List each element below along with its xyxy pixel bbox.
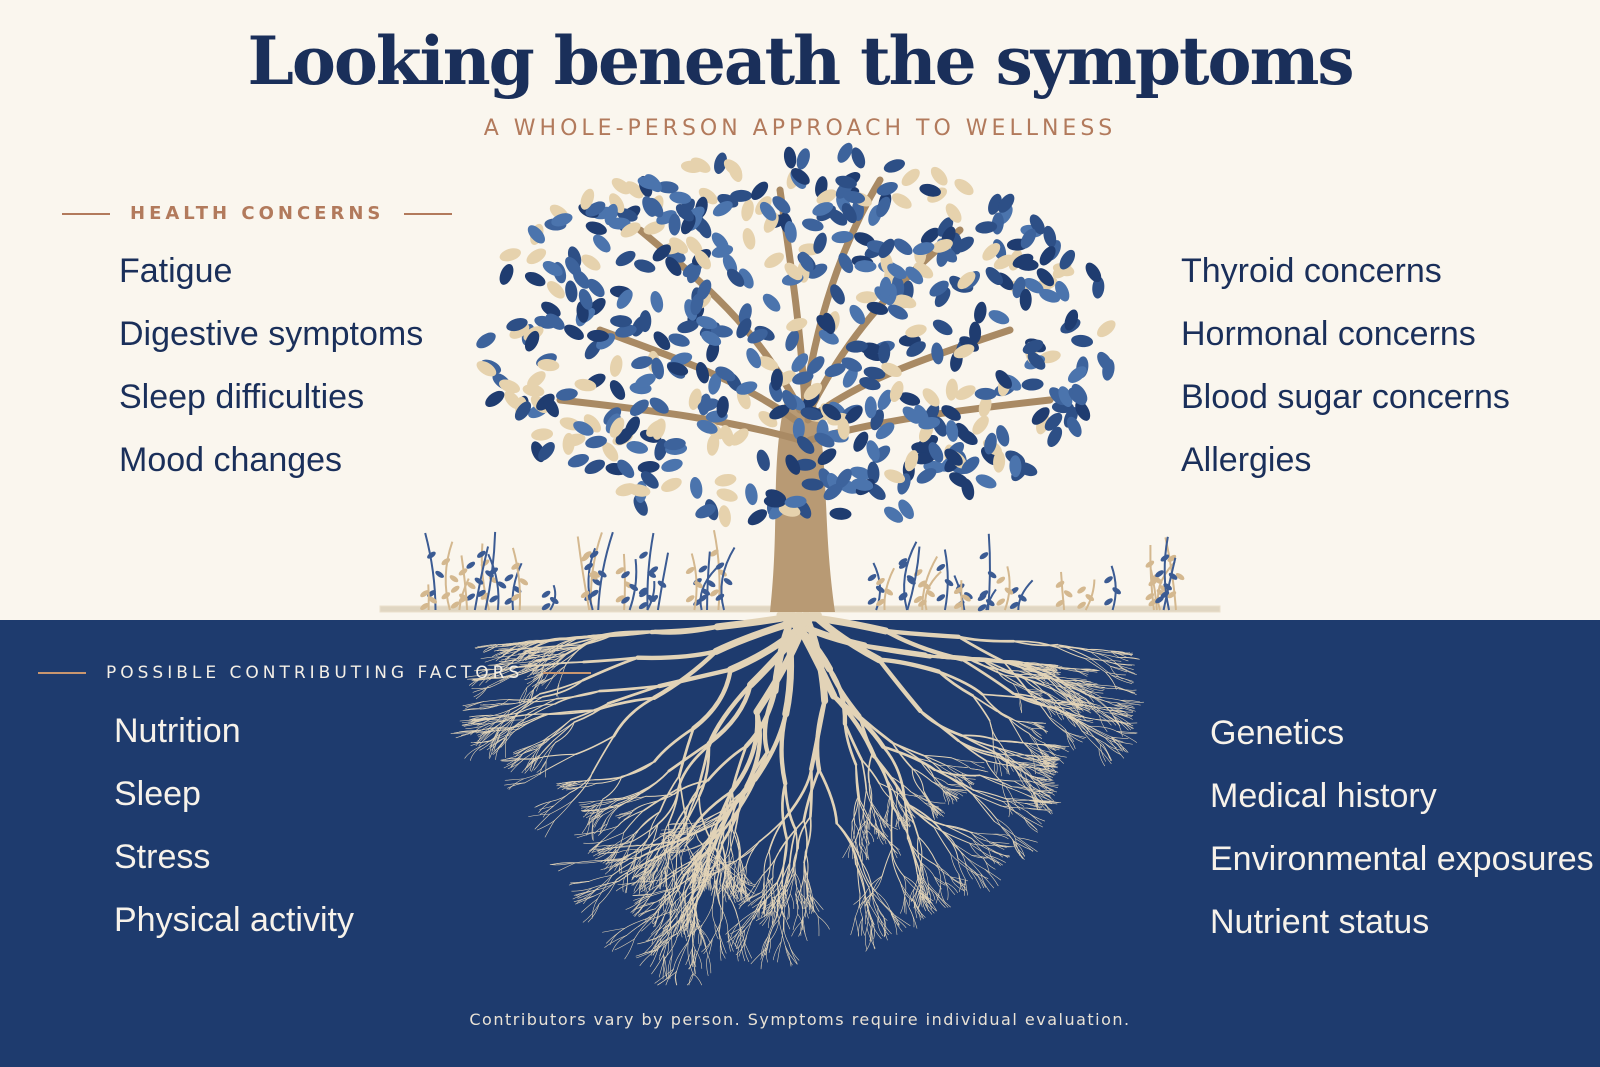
factor-item: Nutrition [114,712,241,750]
health-concerns-right-list: Thyroid concerns Hormonal concerns Blood… [1181,240,1510,492]
factor-item: Nutrient status [1210,903,1430,941]
health-concerns-left-list: Fatigue Digestive symptoms Sleep difficu… [119,240,423,492]
factor-item: Environmental exposures [1210,840,1594,878]
lower-background [0,620,1600,1067]
health-concerns-label: HEALTH CONCERNS [130,203,385,224]
factor-item: Sleep [114,775,201,813]
concern-item: Thyroid concerns [1181,252,1442,290]
concern-item: Mood changes [119,441,343,479]
footnote: Contributors vary by person. Symptoms re… [469,1010,1131,1029]
factor-item: Genetics [1210,714,1345,752]
health-concerns-heading: HEALTH CONCERNS [62,203,453,224]
heading-rule-left [38,672,86,674]
concern-item: Fatigue [119,252,233,290]
concern-item: Blood sugar concerns [1181,378,1510,416]
concern-item: Sleep difficulties [119,378,365,416]
concern-item: Digestive symptoms [119,315,424,353]
factor-item: Stress [114,838,211,876]
contributing-factors-right-list: Genetics Medical history Environmental e… [1210,702,1594,954]
concern-item: Hormonal concerns [1181,315,1476,353]
concern-item: Allergies [1181,441,1312,479]
heading-rule-left [62,212,110,215]
page-title: Looking beneath the symptoms [247,22,1354,100]
contributing-factors-heading: POSSIBLE CONTRIBUTING FACTORS [38,663,592,683]
factor-item: Medical history [1210,777,1437,815]
heading-rule-right [404,212,453,215]
contributing-factors-label: POSSIBLE CONTRIBUTING FACTORS [106,663,524,683]
page-subtitle: A WHOLE-PERSON APPROACH TO WELLNESS [483,116,1117,141]
contributing-factors-left-list: Nutrition Sleep Stress Physical activity [114,700,354,952]
factor-item: Physical activity [114,901,354,939]
heading-rule-right [543,672,592,674]
